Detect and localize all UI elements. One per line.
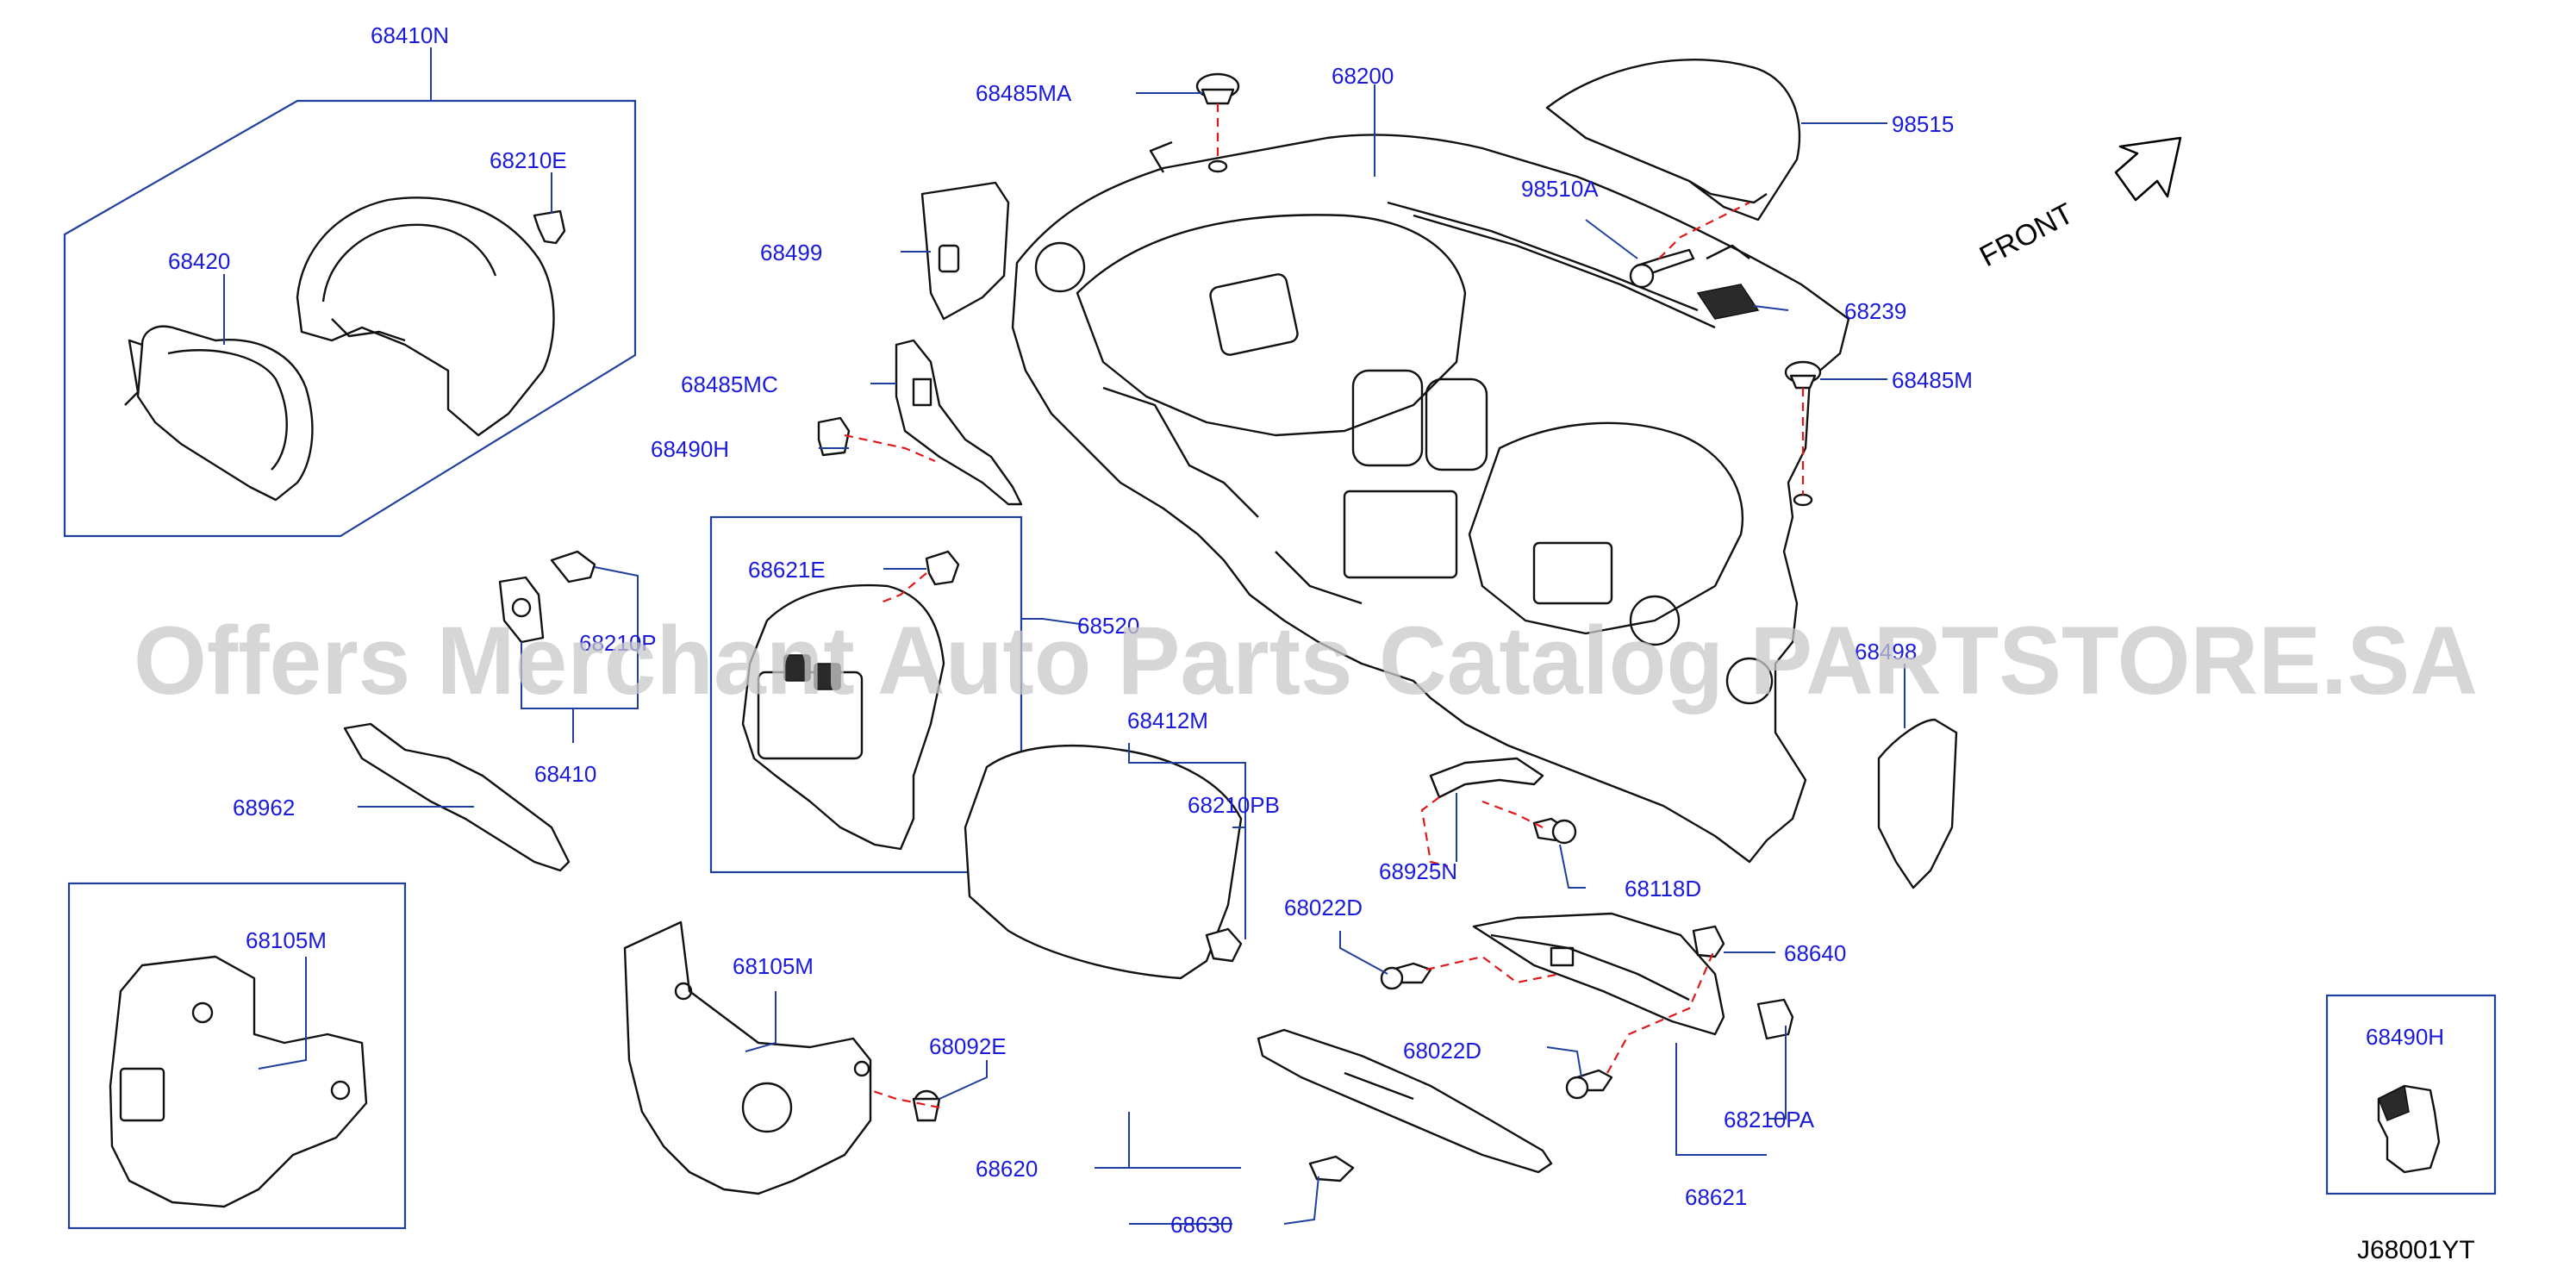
bolt-98510A-drawing bbox=[1629, 248, 1695, 289]
label-68105M-box: 68105M bbox=[246, 927, 327, 953]
label-68410: 68410 bbox=[534, 761, 596, 787]
side-panel-68499-drawing bbox=[920, 181, 1010, 321]
label-68118D: 68118D bbox=[1625, 876, 1701, 902]
label-68490H: 68490H bbox=[651, 436, 729, 462]
watermark-text: Offers Merchant Auto Parts Catalog PARTS… bbox=[134, 607, 2478, 714]
lower-panel-68105M-box-drawing bbox=[109, 955, 368, 1208]
label-68239: 68239 bbox=[1844, 298, 1906, 324]
front-label: FRONT bbox=[1974, 197, 2079, 274]
label-68022D-lower: 68022D bbox=[1403, 1038, 1481, 1064]
label-68092E: 68092E bbox=[929, 1033, 1007, 1059]
label-68499: 68499 bbox=[760, 240, 822, 265]
assembly-links bbox=[844, 103, 1805, 1109]
label-68210P: 68210P bbox=[579, 630, 657, 656]
group-box-68105M bbox=[67, 882, 407, 1230]
label-68962: 68962 bbox=[233, 795, 295, 820]
clip-68490H-drawing bbox=[817, 416, 851, 457]
leader-lines bbox=[223, 47, 1905, 1225]
label-98510A: 98510A bbox=[1521, 176, 1599, 202]
label-68485M: 68485M bbox=[1892, 367, 1973, 393]
label-68022D-upper: 68022D bbox=[1284, 895, 1363, 920]
label-68485MA: 68485MA bbox=[976, 80, 1072, 106]
label-68640: 68640 bbox=[1784, 940, 1846, 966]
group-box-68520 bbox=[709, 515, 1023, 874]
bracket-68925N-drawing bbox=[1429, 757, 1544, 799]
clip-68621E-drawing bbox=[925, 550, 960, 586]
glove-door-68620-drawing bbox=[1257, 1028, 1553, 1174]
front-arrow-indicator: FRONT bbox=[1974, 136, 2182, 274]
side-panel-68498-drawing bbox=[1877, 718, 1958, 889]
label-68210PA: 68210PA bbox=[1724, 1107, 1815, 1132]
label-68412M: 68412M bbox=[1127, 708, 1208, 733]
lid-68412M-drawing bbox=[964, 744, 1243, 980]
front-arrow-icon bbox=[2114, 136, 2182, 202]
screw-68118D-drawing bbox=[1532, 817, 1577, 845]
label-68410N: 68410N bbox=[371, 22, 449, 48]
center-cluster-68520-drawing bbox=[741, 583, 945, 851]
handle-68630-drawing bbox=[1308, 1155, 1355, 1182]
airbag-lid-98515-drawing bbox=[1545, 59, 1801, 221]
label-98515: 98515 bbox=[1892, 111, 1954, 137]
pad-68239-drawing bbox=[1696, 284, 1760, 320]
trim-68962-drawing bbox=[343, 722, 571, 872]
label-68498: 68498 bbox=[1855, 639, 1917, 664]
instrument-panel-drawing bbox=[1011, 134, 1850, 864]
label-68420: 68420 bbox=[168, 248, 230, 274]
lower-panel-68105M-drawing bbox=[623, 920, 872, 1195]
cluster-lid-drawing bbox=[296, 197, 555, 437]
label-68621E: 68621E bbox=[748, 557, 826, 583]
clip-68210PA-drawing bbox=[1756, 998, 1794, 1040]
label-68925N: 68925N bbox=[1379, 858, 1457, 884]
bracket-68210P-drawing bbox=[498, 550, 596, 644]
label-68200: 68200 bbox=[1332, 63, 1394, 89]
label-68620: 68620 bbox=[976, 1156, 1038, 1182]
cluster-bezel-68420-drawing bbox=[124, 325, 314, 502]
label-68485MC: 68485MC bbox=[681, 371, 778, 397]
label-68210E: 68210E bbox=[490, 147, 567, 173]
diagram-reference-code: J68001YT bbox=[2357, 1236, 2475, 1264]
label-68210PB: 68210PB bbox=[1188, 792, 1280, 818]
group-box-68410N bbox=[63, 99, 637, 538]
screw-68022D-b-drawing bbox=[1565, 1069, 1613, 1100]
part-labels: 68410N 68210E 68420 68485MA 68200 98515 … bbox=[168, 22, 2444, 1238]
bracket-68485MC-drawing bbox=[895, 339, 1023, 506]
lock-68640-drawing bbox=[1692, 925, 1725, 958]
label-68105M: 68105M bbox=[733, 953, 814, 979]
screw-68022D-a-drawing bbox=[1380, 962, 1432, 990]
clip-68485MA-drawing bbox=[1195, 72, 1240, 173]
clip-68210E-drawing bbox=[533, 209, 566, 245]
clip-68210PB-drawing bbox=[1205, 927, 1243, 963]
label-68621: 68621 bbox=[1685, 1184, 1747, 1210]
label-68630: 68630 bbox=[1170, 1212, 1232, 1238]
glove-box-68621-drawing bbox=[1472, 912, 1725, 1036]
clip-68490H-inset-drawing bbox=[2377, 1084, 2441, 1174]
group-box-68490H-inset bbox=[2325, 994, 2497, 1195]
label-68520: 68520 bbox=[1077, 613, 1139, 639]
label-68490H-inset: 68490H bbox=[2366, 1024, 2444, 1050]
